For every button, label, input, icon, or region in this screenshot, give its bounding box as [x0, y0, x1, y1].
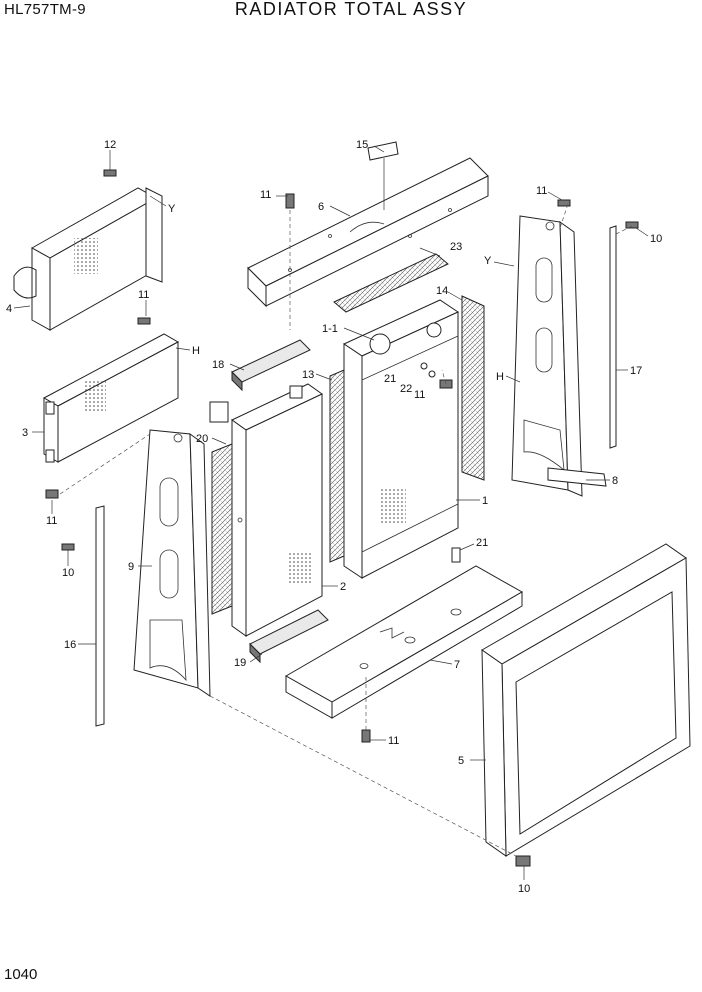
callout-18: 18	[212, 359, 224, 371]
callout-19: 19	[234, 657, 246, 669]
callout-1-1: 1-1	[322, 323, 338, 335]
top-support-part-6	[247, 141, 489, 308]
callout-2: 2	[340, 581, 346, 593]
callout-12: 12	[104, 139, 116, 151]
bolts	[45, 169, 639, 867]
callout-11: 11	[46, 515, 57, 527]
callout-y-left: Y	[168, 203, 176, 215]
callout-11: 11	[388, 735, 399, 747]
rods	[95, 225, 617, 727]
callout-13: 13	[302, 369, 314, 381]
callout-8: 8	[612, 475, 618, 487]
callout-22: 22	[400, 383, 412, 395]
callout-10: 10	[650, 233, 662, 245]
intercooler-part-4	[13, 187, 163, 331]
callout-11: 11	[138, 289, 149, 301]
condenser-part-3	[42, 333, 180, 463]
callout-10: 10	[62, 567, 74, 579]
callout-17: 17	[630, 365, 642, 377]
callout-4: 4	[6, 303, 12, 315]
callout-6: 6	[318, 201, 324, 213]
callout-11: 11	[536, 185, 547, 197]
callout-14: 14	[436, 285, 448, 297]
callout-15: 15	[356, 139, 368, 151]
callout-20: 20	[196, 433, 208, 445]
callout-y-right: Y	[484, 255, 492, 267]
rubber-strips	[231, 253, 449, 664]
oil-cooler-part-2	[209, 383, 323, 637]
shroud-frame-part-5	[481, 543, 691, 857]
callout-16: 16	[64, 639, 76, 651]
callout-h-right: H	[496, 371, 504, 383]
callout-23: 23	[450, 241, 462, 253]
mesh-screens	[211, 295, 485, 615]
callout-labels: 12 Y 4 11 H 3 11 10 9 16 11 6 15 23 14 1…	[6, 139, 662, 895]
model-code: HL757TM-9	[4, 1, 86, 18]
callout-7: 7	[454, 659, 460, 671]
callout-5: 5	[458, 755, 464, 767]
lower-tray-part-7	[284, 547, 524, 719]
page-number: 1040	[4, 966, 38, 983]
diagram-title: RADIATOR TOTAL ASSY	[234, 0, 468, 19]
callout-11: 11	[414, 389, 425, 401]
callout-9: 9	[128, 561, 134, 573]
callout-21: 21	[476, 537, 488, 549]
callout-21: 21	[384, 373, 396, 385]
radiator-core-part-1	[342, 299, 460, 579]
leader-lines	[13, 145, 649, 880]
callout-3: 3	[22, 427, 28, 439]
callout-11: 11	[260, 189, 271, 201]
callout-10: 10	[518, 883, 530, 895]
side-bracket-part-8	[511, 215, 607, 497]
callout-1: 1	[482, 495, 488, 507]
callout-h-left: H	[192, 345, 200, 357]
side-bracket-part-9	[133, 429, 211, 697]
